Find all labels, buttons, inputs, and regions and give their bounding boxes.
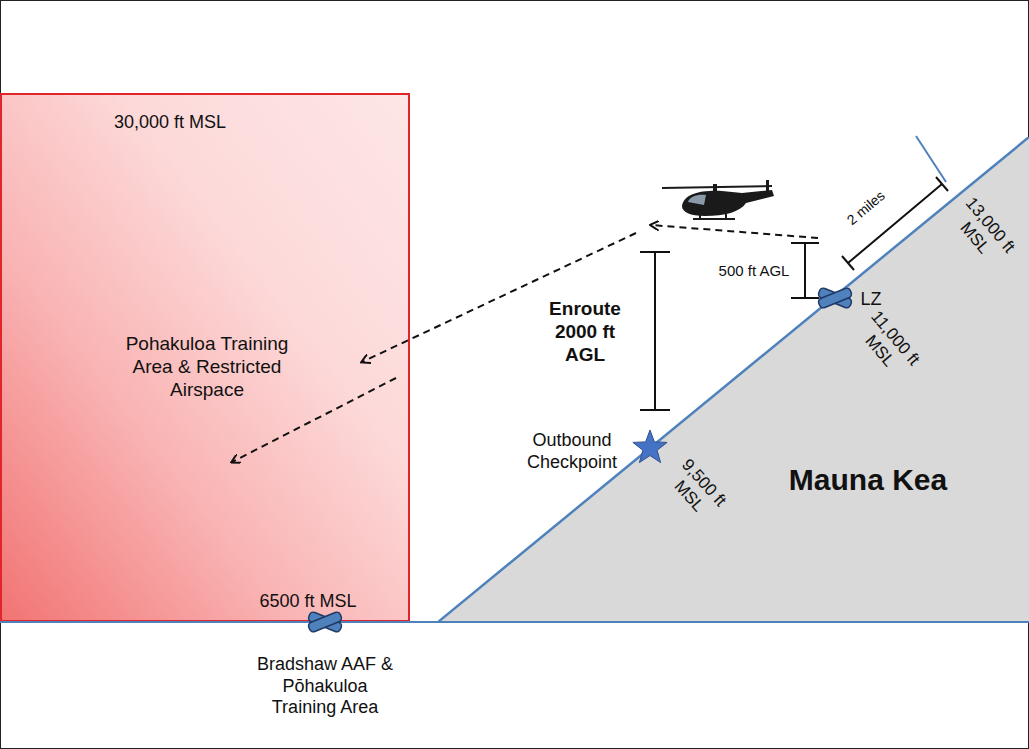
- summit-tick: [916, 136, 946, 182]
- annotation-label: Enroute 2000 ft AGL: [535, 298, 635, 366]
- mountain-shape: [438, 137, 1029, 622]
- annotation-label: Outbound Checkpoint: [516, 430, 628, 473]
- flight-path: [232, 225, 818, 462]
- annotation-label: 500 ft AGL: [719, 262, 790, 280]
- dimension-brackets: [640, 177, 948, 410]
- restricted-airspace: 30,000 ft MSL Pohakuloa Training Area & R…: [0, 93, 410, 622]
- node-text: Pohakuloa Training Area & Restricted Air…: [107, 333, 307, 401]
- airfield-mark: [307, 611, 342, 633]
- node-text: 30,000 ft MSL: [114, 112, 226, 134]
- annotation-label: Bradshaw AAF & Pōhakuloa Training Area: [250, 654, 400, 719]
- mountain: Mauna Kea: [438, 137, 1029, 622]
- helicopter: [662, 180, 774, 219]
- node-text: 6500 ft MSL: [259, 591, 356, 613]
- ground-line: [0, 621, 1029, 623]
- node-text: Mauna Kea: [789, 462, 947, 498]
- annotation-label: 2 miles: [844, 187, 889, 228]
